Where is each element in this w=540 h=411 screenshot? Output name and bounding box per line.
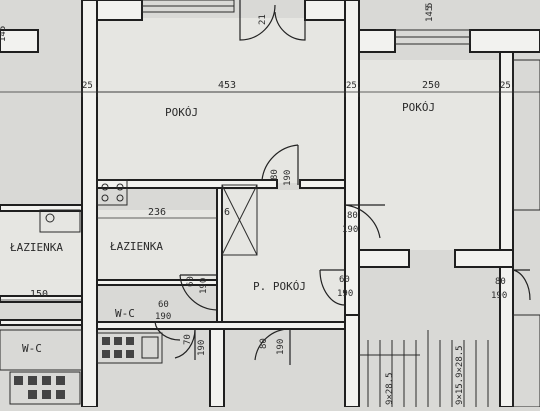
wall-left-mid — [0, 204, 83, 212]
dim-bath-236: 236 — [148, 207, 166, 218]
door-hall-w: 60 — [339, 275, 350, 285]
door-room-left-swing — [261, 144, 299, 185]
door-bottom-swing — [254, 328, 291, 365]
burner-2 — [116, 183, 124, 191]
wall-top-c — [358, 29, 396, 53]
door-wc-h: 190 — [155, 312, 171, 322]
bath-left-fixture — [39, 209, 81, 233]
door-right-w: 80 — [495, 277, 506, 287]
kitchen-counter-left — [9, 371, 81, 405]
bath-left-sink — [45, 213, 55, 223]
dim-top-left-145: 145 — [0, 26, 8, 42]
dim-top-453: 453 — [218, 80, 236, 91]
label-room-left: POKÓJ — [165, 106, 198, 119]
burner-1 — [101, 183, 109, 191]
wall-low-b — [344, 314, 360, 408]
door-bath-w: 60 — [186, 276, 196, 287]
bathroom-left-area — [0, 210, 82, 295]
door-right-h: 190 — [491, 291, 507, 301]
door-top-h: 190 — [283, 170, 293, 186]
wall-mid-a — [96, 179, 278, 189]
wall-mid-c — [358, 249, 410, 268]
wall-top-a — [96, 0, 143, 21]
room-left-area — [97, 18, 347, 183]
wall-low-a — [209, 328, 225, 408]
dim-top-right-145: 145 — [425, 6, 435, 22]
label-hallway: P. POKÓJ — [253, 280, 306, 293]
door-hall-h: 190 — [337, 289, 353, 299]
vent-shaft — [221, 184, 258, 256]
door-wc2-h: 190 — [197, 340, 207, 356]
door-bath-swing — [179, 274, 218, 311]
label-bathroom-center: ŁAZIENKA — [109, 240, 163, 253]
wall-left — [81, 0, 98, 408]
dim-top-25-c: 25 — [500, 81, 511, 91]
dim-ticks — [81, 87, 514, 97]
door-mid-w: 80 — [347, 211, 358, 221]
dim-top-250: 250 — [422, 80, 440, 91]
door-top-left-leaf — [239, 0, 276, 41]
kitchen-burners-left — [14, 376, 65, 399]
vent-shaft-diag2 — [221, 184, 258, 256]
wall-top-d — [469, 29, 540, 53]
door-right-swing — [512, 269, 531, 301]
wall-bath-right — [216, 187, 223, 324]
bathroom-center-area — [97, 210, 217, 280]
door-bottom-h: 190 — [276, 339, 286, 355]
label-wc-left: W-C — [22, 342, 42, 355]
wall-center — [344, 0, 360, 316]
wall-top-e — [0, 29, 39, 53]
wc-left-area — [0, 329, 83, 371]
door-mid-h: 190 — [342, 225, 358, 235]
dim-top-right-5: 5 — [425, 3, 435, 8]
kitchen-burners-center — [102, 336, 159, 359]
dim-stair-right: 9×15.9×28.5 — [455, 345, 465, 405]
dim-stair: 9×28.5 — [385, 372, 395, 405]
wall-left-low2 — [0, 319, 83, 326]
door-toptop-w: 21 — [258, 14, 268, 25]
door-wc2-swing — [174, 328, 196, 360]
wall-bath-bottom — [96, 279, 218, 286]
label-bathroom-left: ŁAZIENKA — [9, 241, 63, 254]
wall-left-low — [0, 295, 83, 303]
door-wc-swing — [154, 321, 181, 341]
wall-top-b — [304, 0, 346, 21]
door-room-right-swing — [344, 204, 385, 239]
door-top-w: 80 — [270, 169, 280, 180]
door-bath-h: 190 — [199, 278, 209, 294]
room-right-edge — [512, 59, 540, 211]
dim-bath-6: 6 — [224, 207, 230, 218]
stairs-center — [359, 330, 489, 407]
wall-mid-d — [454, 249, 514, 268]
dim-top-25-a: 25 — [82, 81, 93, 91]
kitchen-counter-center — [96, 332, 163, 364]
door-hall-swing — [319, 269, 346, 306]
wall-right — [499, 44, 514, 408]
door-wc2-w: 70 — [183, 334, 193, 345]
wall-mid-b — [299, 179, 346, 189]
door-bottom-w: 80 — [259, 338, 269, 349]
stove — [96, 179, 128, 206]
dim-left-150: 150 — [30, 289, 48, 300]
hallway-area — [220, 190, 345, 325]
burner-4 — [116, 194, 124, 202]
door-wc-w: 60 — [158, 300, 169, 310]
dim-top-25-b: 25 — [346, 81, 357, 91]
label-wc-center: W-C — [115, 307, 135, 320]
label-room-right: POKÓJ — [402, 101, 435, 114]
burner-3 — [101, 194, 109, 202]
wall-bottom — [96, 321, 348, 330]
door-top-right-leaf — [274, 0, 306, 41]
